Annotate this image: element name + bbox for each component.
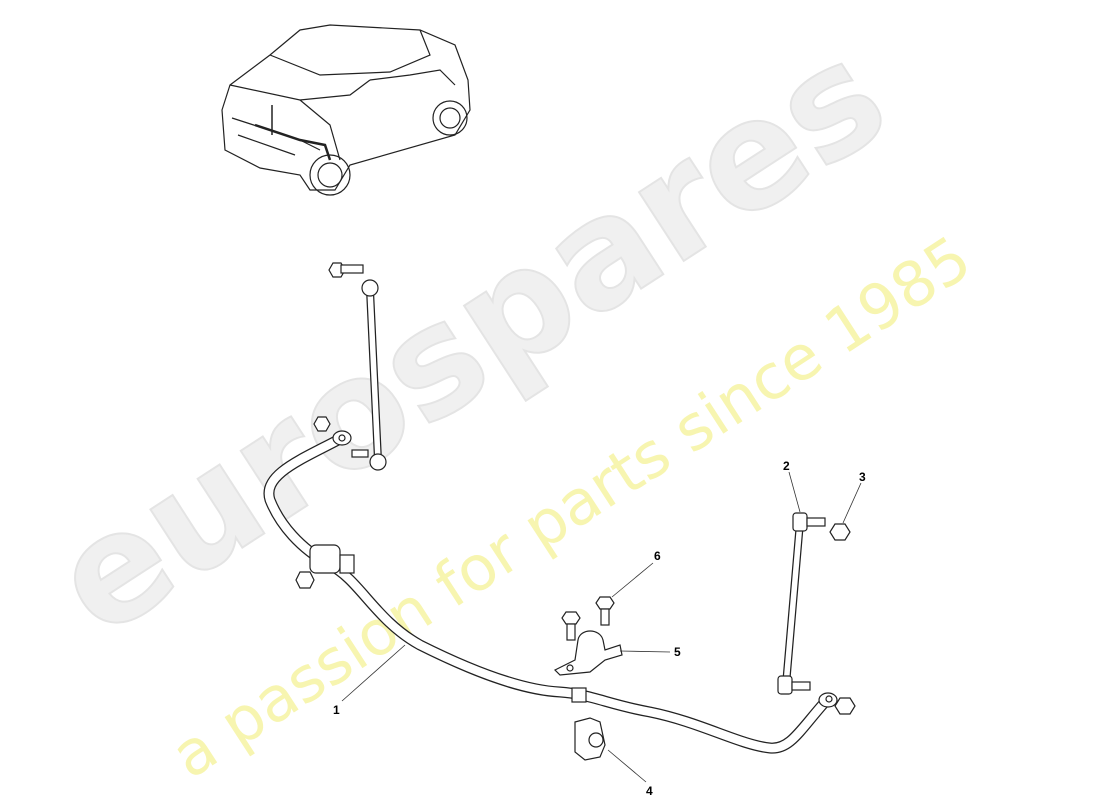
- callout-6: 6: [654, 549, 661, 563]
- bushing-4: [574, 717, 606, 761]
- callout-5: 5: [674, 645, 681, 659]
- right-stabilizer-link: [777, 512, 826, 695]
- bracket-clamp-5: [553, 630, 623, 676]
- callout-1: 1: [333, 703, 340, 717]
- nut-3: [829, 523, 851, 541]
- stabilizer-bar: [263, 430, 838, 754]
- left-stabilizer-link: [313, 262, 387, 471]
- callouts: 1 2 3 4 5 6: [333, 459, 866, 798]
- car-overview-illustration: [221, 24, 471, 196]
- callout-2: 2: [783, 459, 790, 473]
- callout-4: 4: [646, 784, 653, 798]
- left-bushing-bracket: [295, 544, 355, 589]
- callout-3: 3: [859, 470, 866, 484]
- bolts-6: [561, 596, 615, 641]
- nut: [834, 697, 856, 715]
